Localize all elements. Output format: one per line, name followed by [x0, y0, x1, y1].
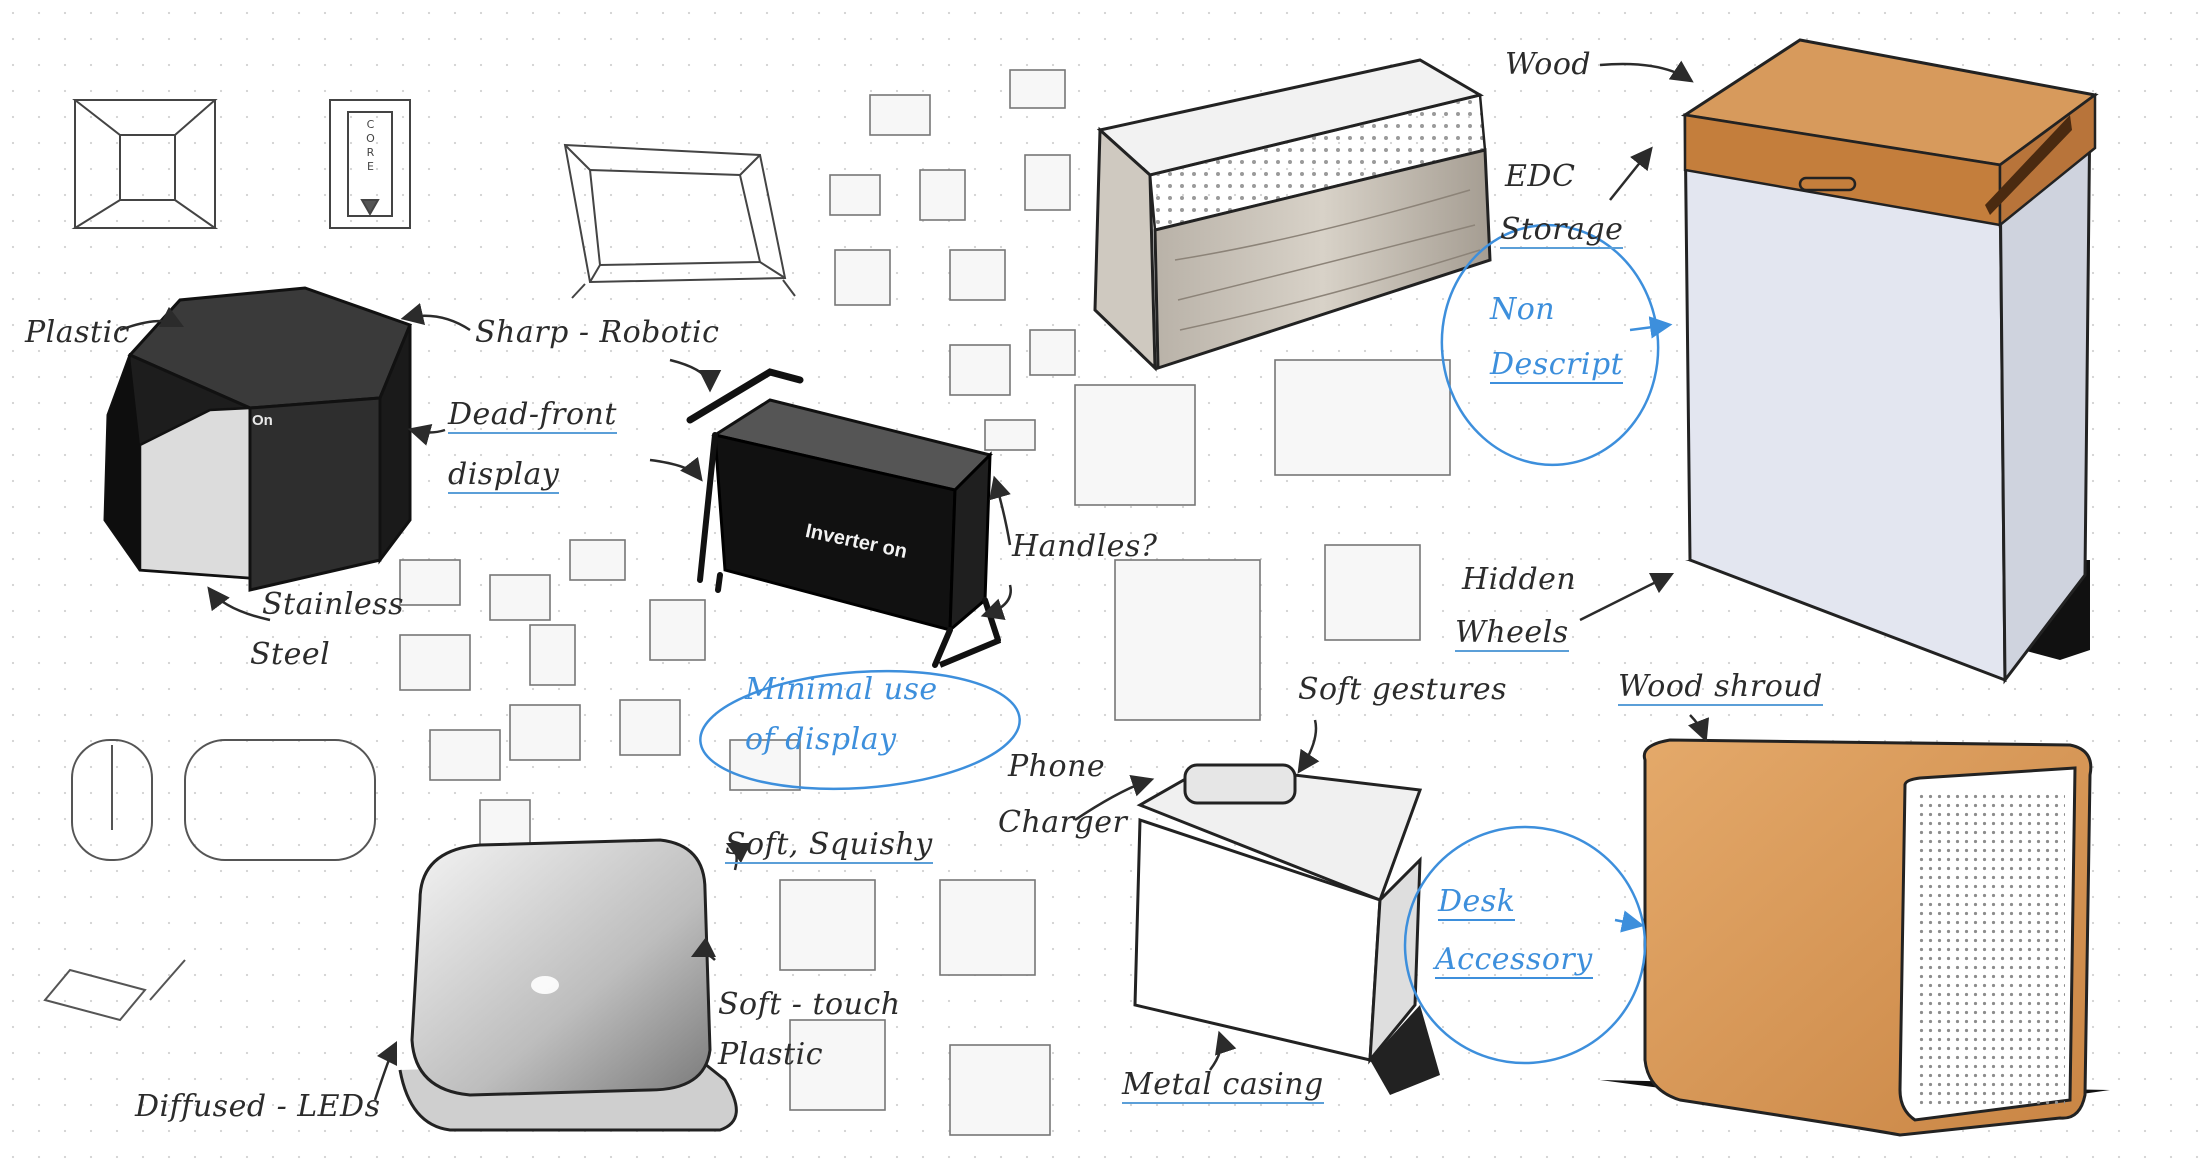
- note-wheels: Wheels: [1455, 615, 1569, 652]
- note-soft-gestures: Soft gestures: [1298, 672, 1508, 707]
- note-handles: Handles?: [1012, 529, 1158, 564]
- wood-shroud-unit: [1600, 738, 2110, 1137]
- side-view-sketch: [329, 99, 411, 229]
- box-thumbnail-studies: [399, 69, 1451, 1136]
- front-view-sketch: [71, 99, 219, 229]
- note-non: Non: [1490, 292, 1556, 327]
- note-charger: Charger: [998, 805, 1128, 840]
- note-plastic-2: Plastic: [718, 1037, 824, 1072]
- soft-form-thumbnails: [43, 739, 376, 1022]
- on-indicator-label: On: [252, 412, 273, 429]
- note-hidden: Hidden: [1462, 562, 1577, 597]
- note-accessory: Accessory: [1435, 942, 1593, 979]
- blue-highlight-ovals: [699, 223, 1673, 1065]
- note-desk: Desk: [1438, 884, 1516, 921]
- note-wood-shroud: Wood shroud: [1618, 669, 1823, 706]
- note-minimal-use: Minimal use: [745, 672, 938, 707]
- note-steel: Steel: [250, 637, 331, 672]
- wireframe-tray-sketch: [563, 143, 796, 299]
- note-plastic: Plastic: [25, 315, 131, 350]
- note-edc: EDC: [1505, 159, 1576, 194]
- annotation-leaders: [119, 60, 1710, 1101]
- inverter-cart: [686, 368, 1002, 668]
- wood-credenza: [1093, 58, 1492, 372]
- white-gesture-bin: [1133, 763, 1440, 1095]
- note-soft-touch: Soft - touch: [718, 987, 901, 1022]
- note-diffused-leds: Diffused - LEDs: [135, 1089, 381, 1124]
- note-wood: Wood: [1505, 47, 1592, 82]
- note-soft-squishy: Soft, Squishy: [725, 827, 933, 864]
- note-storage: Storage: [1500, 212, 1624, 249]
- note-phone: Phone: [1008, 749, 1106, 784]
- note-display: display: [448, 457, 560, 494]
- soft-squishy-unit: [398, 838, 738, 1132]
- note-descript: Descript: [1490, 347, 1624, 384]
- dark-robotic-unit: [103, 286, 412, 592]
- core-mark: CORE: [364, 118, 377, 174]
- note-metal-casing: Metal casing: [1122, 1067, 1324, 1104]
- note-stainless: Stainless: [262, 587, 405, 622]
- note-of-display: of display: [745, 722, 897, 757]
- tall-wood-tower: [1680, 38, 2099, 685]
- note-sharp-robotic: Sharp - Robotic: [475, 315, 720, 350]
- note-dead-front: Dead-front: [448, 397, 617, 434]
